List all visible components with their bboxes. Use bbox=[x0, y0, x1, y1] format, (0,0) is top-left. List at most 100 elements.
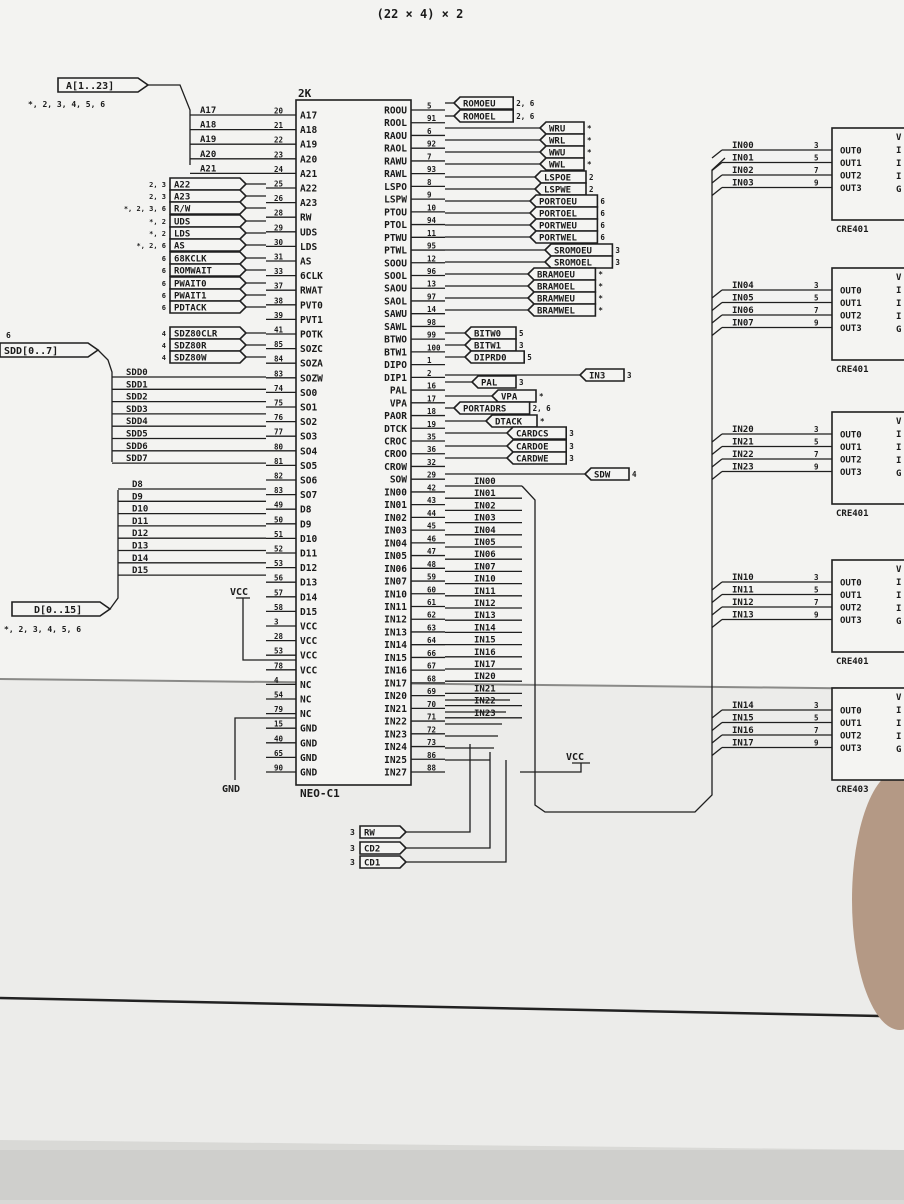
bottom-flag bbox=[359, 841, 408, 855]
right-pin-name: IN25 bbox=[384, 755, 407, 766]
cre-input-label: IN22 bbox=[732, 450, 754, 460]
svg-text:GND: GND bbox=[222, 784, 240, 795]
cre-output-label: OUT0 bbox=[840, 579, 862, 589]
output-flag bbox=[528, 194, 599, 208]
output-flag bbox=[452, 109, 515, 123]
cre-output-label: OUT2 bbox=[840, 312, 862, 322]
right-pin-name: IN16 bbox=[384, 666, 407, 677]
input-flag bbox=[169, 326, 248, 340]
output-flag-ref: 3 bbox=[615, 258, 620, 267]
cre-right-pin-label: V bbox=[896, 273, 902, 283]
output-flag-label: PAL bbox=[481, 379, 498, 389]
output-flag-ref: * bbox=[587, 124, 592, 133]
output-flag bbox=[528, 230, 599, 244]
cre-bus-tap bbox=[711, 721, 723, 732]
output-flag-ref: 2 bbox=[589, 173, 594, 182]
left-pin-name: D8 bbox=[300, 505, 312, 516]
right-pin-number: 5 bbox=[427, 102, 432, 111]
right-pin-number: 86 bbox=[427, 751, 437, 760]
input-flag-label: SDZ80CLR bbox=[174, 330, 218, 340]
left-pin-name: A20 bbox=[300, 154, 317, 165]
right-pin-name: SAOL bbox=[384, 296, 407, 307]
cre-chip-body bbox=[831, 127, 904, 221]
left-pin-number: 50 bbox=[274, 515, 284, 524]
output-flag-ref: 6 bbox=[600, 209, 605, 218]
left-pin-number: 74 bbox=[274, 384, 284, 393]
input-flag bbox=[169, 276, 248, 290]
left-pin-number: 41 bbox=[274, 326, 284, 335]
output-flag-ref: * bbox=[598, 270, 603, 279]
bus-flag-address: A[1..23] *, 2, 3, 4, 5, 6 bbox=[28, 77, 191, 165]
output-flag bbox=[505, 439, 568, 453]
cre-output-label: OUT1 bbox=[840, 591, 862, 601]
left-pin-name: SO1 bbox=[300, 403, 317, 414]
right-pin-name: IN15 bbox=[384, 653, 407, 664]
cre-right-pin-label: I bbox=[896, 312, 901, 322]
output-flag-label: DIPRD0 bbox=[474, 354, 507, 364]
address-bus-label: A17 bbox=[200, 106, 216, 116]
left-pin-name: D12 bbox=[300, 563, 317, 574]
left-pin-number: 78 bbox=[274, 661, 284, 670]
cre-input-pin: 7 bbox=[814, 726, 819, 735]
right-pin-name: IN27 bbox=[384, 768, 407, 779]
cre-input-label: IN01 bbox=[732, 154, 754, 164]
output-flag-label: WWL bbox=[549, 161, 566, 171]
cre-right-pin-label: I bbox=[896, 172, 901, 182]
right-pin-number: 99 bbox=[427, 331, 437, 340]
output-flag-ref: 6 bbox=[600, 197, 605, 206]
cre-right-pin-label: I bbox=[896, 286, 901, 296]
cre-right-pin-label: I bbox=[896, 578, 901, 588]
svg-text:6: 6 bbox=[6, 331, 11, 340]
input-flag bbox=[169, 251, 248, 265]
right-pin-name: SOOL bbox=[384, 271, 407, 282]
left-pin-number: 81 bbox=[274, 457, 284, 466]
cre-right-pin-label: V bbox=[896, 693, 902, 703]
input-flag-label: SDZ80R bbox=[174, 342, 207, 352]
in-net-label: IN17 bbox=[474, 660, 496, 670]
input-flag-label: A23 bbox=[174, 193, 190, 203]
output-flag-label: BITW1 bbox=[474, 342, 501, 352]
input-flag bbox=[169, 300, 248, 314]
cre-bus-tap bbox=[711, 314, 723, 324]
left-pin-number: 79 bbox=[274, 705, 284, 714]
cre-output-label: OUT2 bbox=[840, 732, 862, 742]
bottom-flag-ref: 3 bbox=[350, 828, 355, 837]
input-flag bbox=[169, 177, 248, 191]
cre-bus-tap bbox=[711, 618, 723, 629]
in-bus-trunk bbox=[521, 157, 726, 813]
in-net-label: IN10 bbox=[474, 575, 496, 585]
cre-input-label: IN20 bbox=[732, 425, 754, 435]
right-pin-name: BTW1 bbox=[384, 347, 407, 358]
bottom-flag-label: CD2 bbox=[364, 845, 380, 855]
page-rule-line bbox=[0, 996, 881, 1018]
output-flag-ref: 4 bbox=[632, 470, 637, 479]
output-flag bbox=[578, 368, 625, 382]
left-pin-name: NC bbox=[300, 709, 312, 720]
left-pin-number: 28 bbox=[274, 632, 284, 641]
in-net-label: IN04 bbox=[474, 526, 496, 536]
svg-text:*, 2, 3, 4, 5, 6: *, 2, 3, 4, 5, 6 bbox=[4, 625, 81, 634]
bus-net-label: SDD1 bbox=[126, 380, 148, 390]
right-pin-name: IN21 bbox=[384, 704, 407, 715]
cre-input-label: IN15 bbox=[732, 714, 754, 724]
cre-input-pin: 3 bbox=[814, 281, 819, 290]
output-flag-ref: * bbox=[540, 417, 545, 426]
right-pin-name: CROC bbox=[384, 437, 407, 448]
output-flag-ref: 5 bbox=[519, 329, 524, 338]
left-pin-name: A17 bbox=[300, 111, 317, 122]
cre-input-pin: 3 bbox=[814, 701, 819, 710]
left-pin-name: A23 bbox=[300, 198, 317, 209]
cre-bus-tap bbox=[711, 149, 723, 159]
right-pin-name: LSPO bbox=[384, 182, 407, 193]
cre-right-pin-label: I bbox=[896, 732, 901, 742]
cre-right-pin-label: G bbox=[896, 469, 901, 479]
output-flag bbox=[505, 451, 568, 465]
bus-net-label: D9 bbox=[132, 492, 143, 502]
left-pin-name: UDS bbox=[300, 227, 317, 238]
cre-bus-tap bbox=[711, 746, 723, 757]
right-pin-number: 67 bbox=[427, 662, 436, 671]
input-flag-label: UDS bbox=[174, 218, 190, 228]
cre-output-label: OUT1 bbox=[840, 299, 862, 309]
cre-input-pin: 5 bbox=[814, 154, 819, 163]
